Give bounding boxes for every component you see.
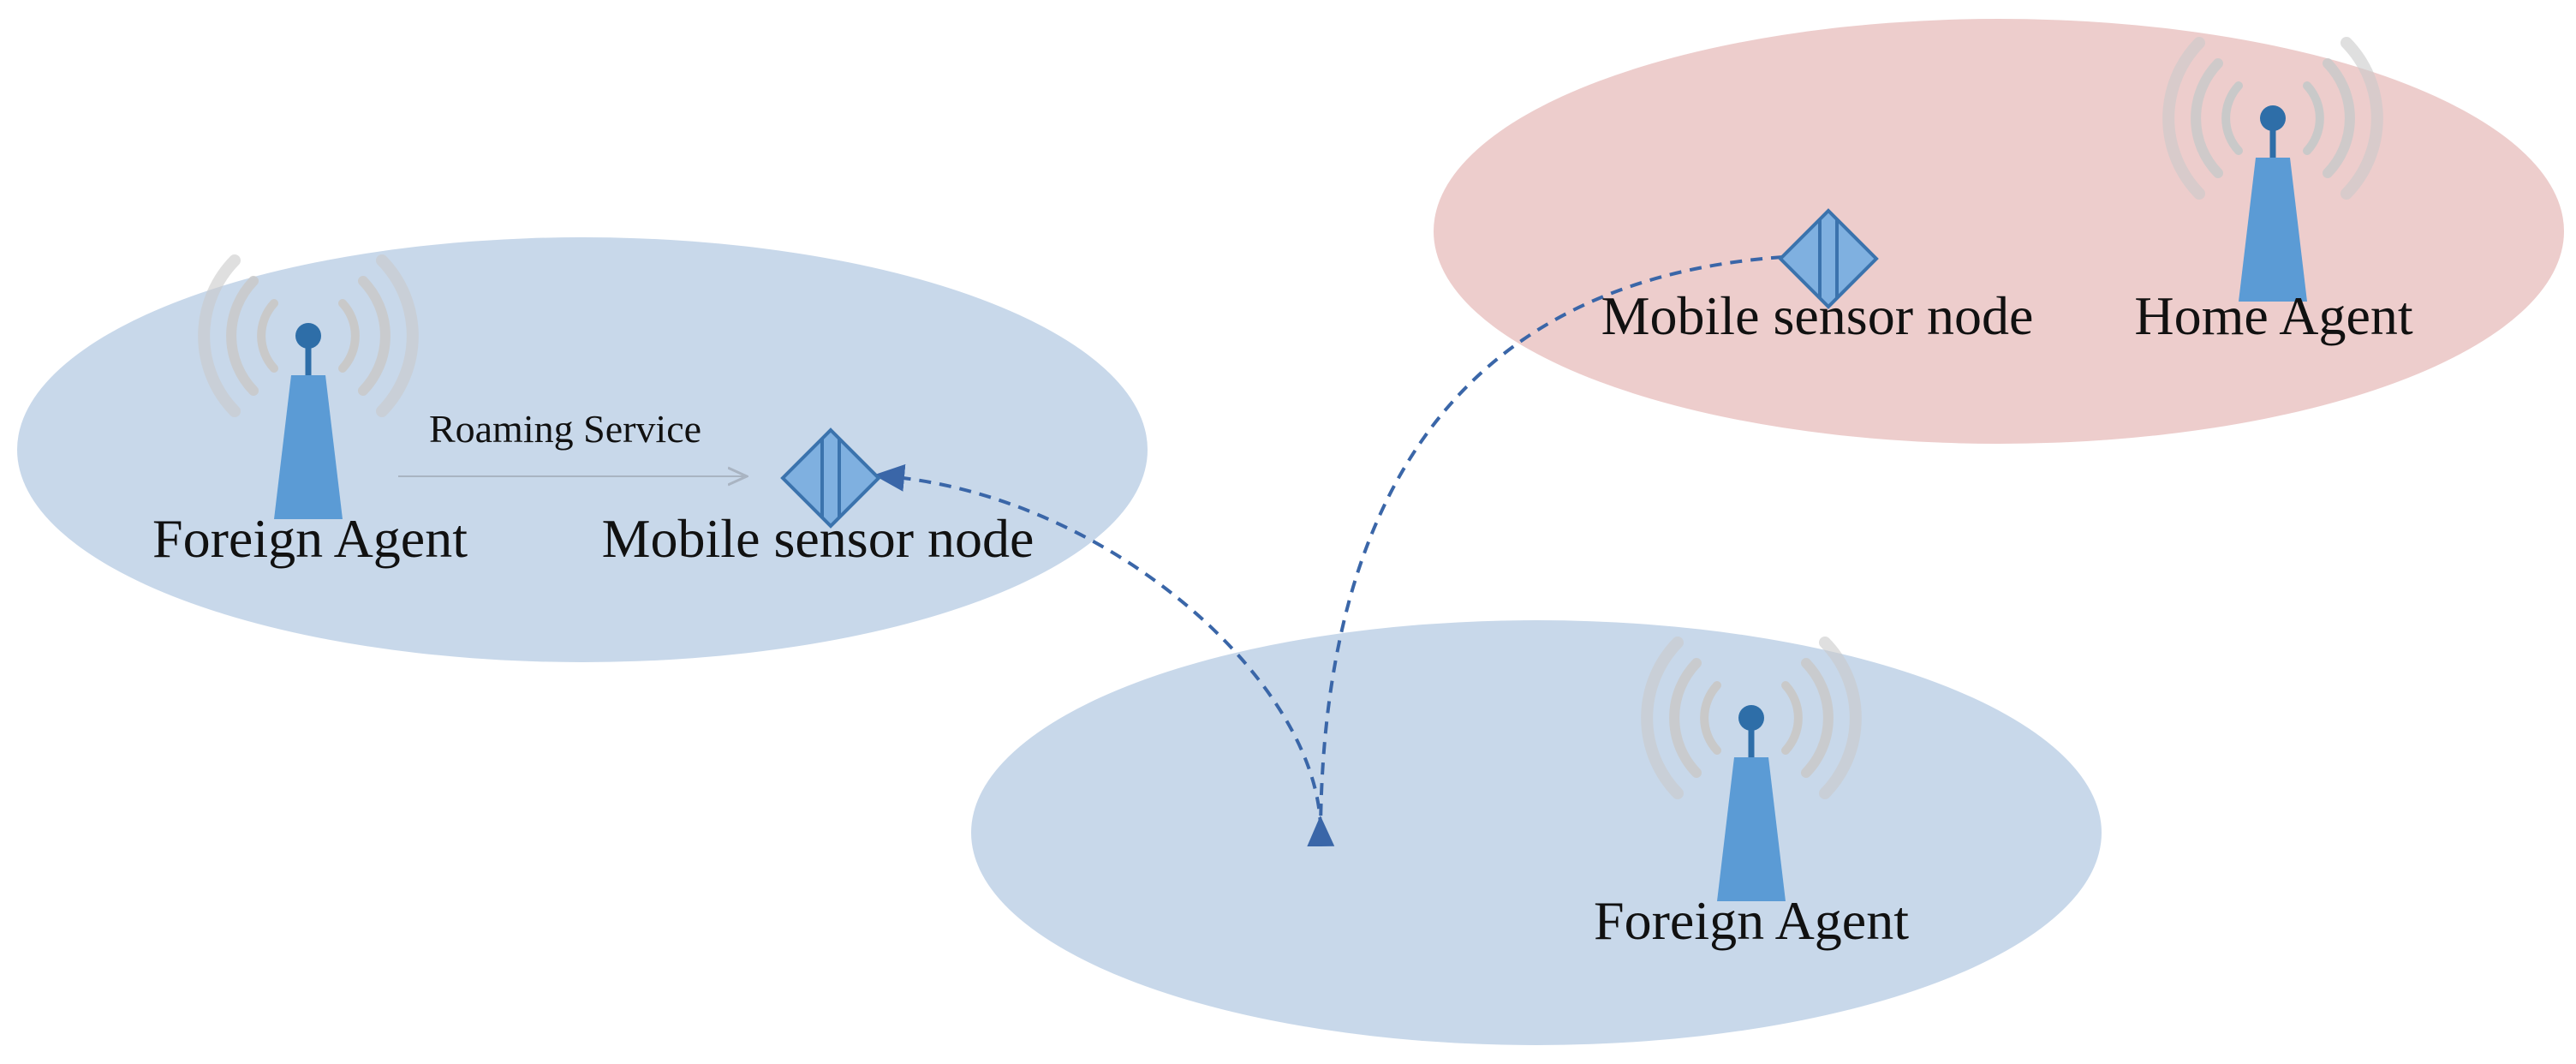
handover-path-left xyxy=(874,463,1335,847)
left-foreign-agent-label: Foreign Agent xyxy=(152,508,468,569)
home-network xyxy=(1434,19,2564,444)
home-mobile-sensor-node-label: Mobile sensor node xyxy=(1601,285,2034,346)
bottom-foreign-agent-label: Foreign Agent xyxy=(1594,890,1909,951)
home-agent-label: Home Agent xyxy=(2134,285,2413,346)
left-mobile-sensor-node-label: Mobile sensor node xyxy=(602,508,1035,569)
roaming-service-label: Roaming Service xyxy=(429,407,701,451)
bottom-foreign-network xyxy=(971,620,2102,1045)
handover-path-home xyxy=(1319,255,1784,830)
